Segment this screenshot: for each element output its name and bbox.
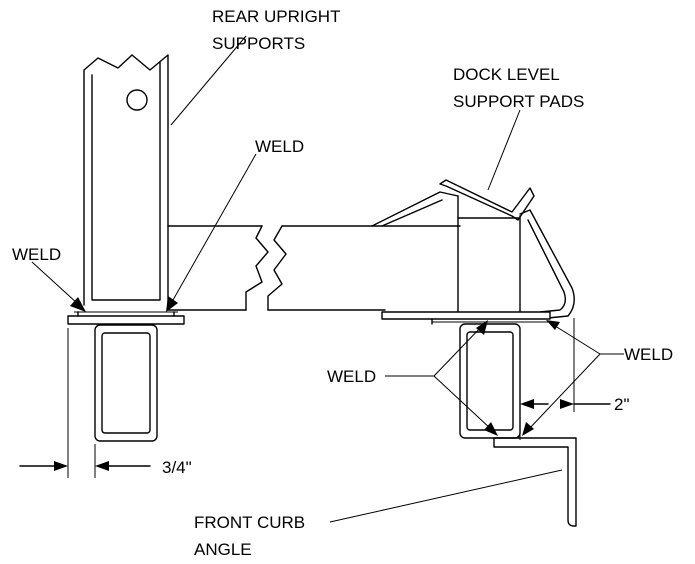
weld-left-arrow [70, 297, 86, 312]
label-rear-upright-2: SUPPORTS [212, 34, 305, 53]
horizontal-beam [167, 225, 461, 311]
label-dock-level-2: SUPPORT PADS [453, 92, 584, 111]
front-curb-angle [493, 437, 577, 527]
weld-bottom-arrow-up [476, 320, 488, 335]
label-weld-left: WELD [12, 245, 61, 264]
weld-top-arrow [166, 296, 178, 312]
weld-bottom-leader-down [433, 375, 493, 431]
weld-bottom-arrow-down [484, 422, 498, 436]
upright-hole [126, 89, 148, 111]
weld-right-leader-down [527, 353, 601, 431]
dimension-lines [19, 318, 611, 478]
label-two-inch: 2" [614, 395, 630, 414]
label-weld-right: WELD [624, 345, 673, 364]
left-channel-post [94, 324, 158, 442]
weld-left-leader [31, 261, 79, 305]
dock-level-support [371, 179, 575, 319]
front-curb-leader [329, 469, 563, 523]
weld-top-leader [172, 153, 257, 301]
rear-upright-support [83, 54, 169, 306]
label-front-curb-2: ANGLE [194, 540, 252, 559]
dock-level-leader [487, 109, 521, 191]
label-front-curb-1: FRONT CURB [194, 513, 305, 532]
leader-lines [31, 35, 624, 523]
label-dock-level-1: DOCK LEVEL [453, 65, 560, 84]
left-base-plate [67, 311, 185, 325]
label-three-quarter: 3/4" [162, 458, 192, 477]
right-channel-post [459, 323, 521, 439]
weld-right-arrow-up [546, 320, 560, 330]
label-weld-top: WELD [255, 137, 304, 156]
weld-right-leader-up [551, 323, 601, 355]
rear-upright-leader [170, 35, 247, 126]
label-weld-bottom: WELD [327, 367, 376, 386]
right-base-plate [381, 311, 551, 325]
text-labels: REAR UPRIGHT SUPPORTS DOCK LEVEL SUPPORT… [12, 7, 673, 559]
label-rear-upright-1: REAR UPRIGHT [212, 7, 340, 26]
weld-right-arrow-down [522, 422, 534, 436]
weld-bottom-leader-up [433, 325, 483, 377]
